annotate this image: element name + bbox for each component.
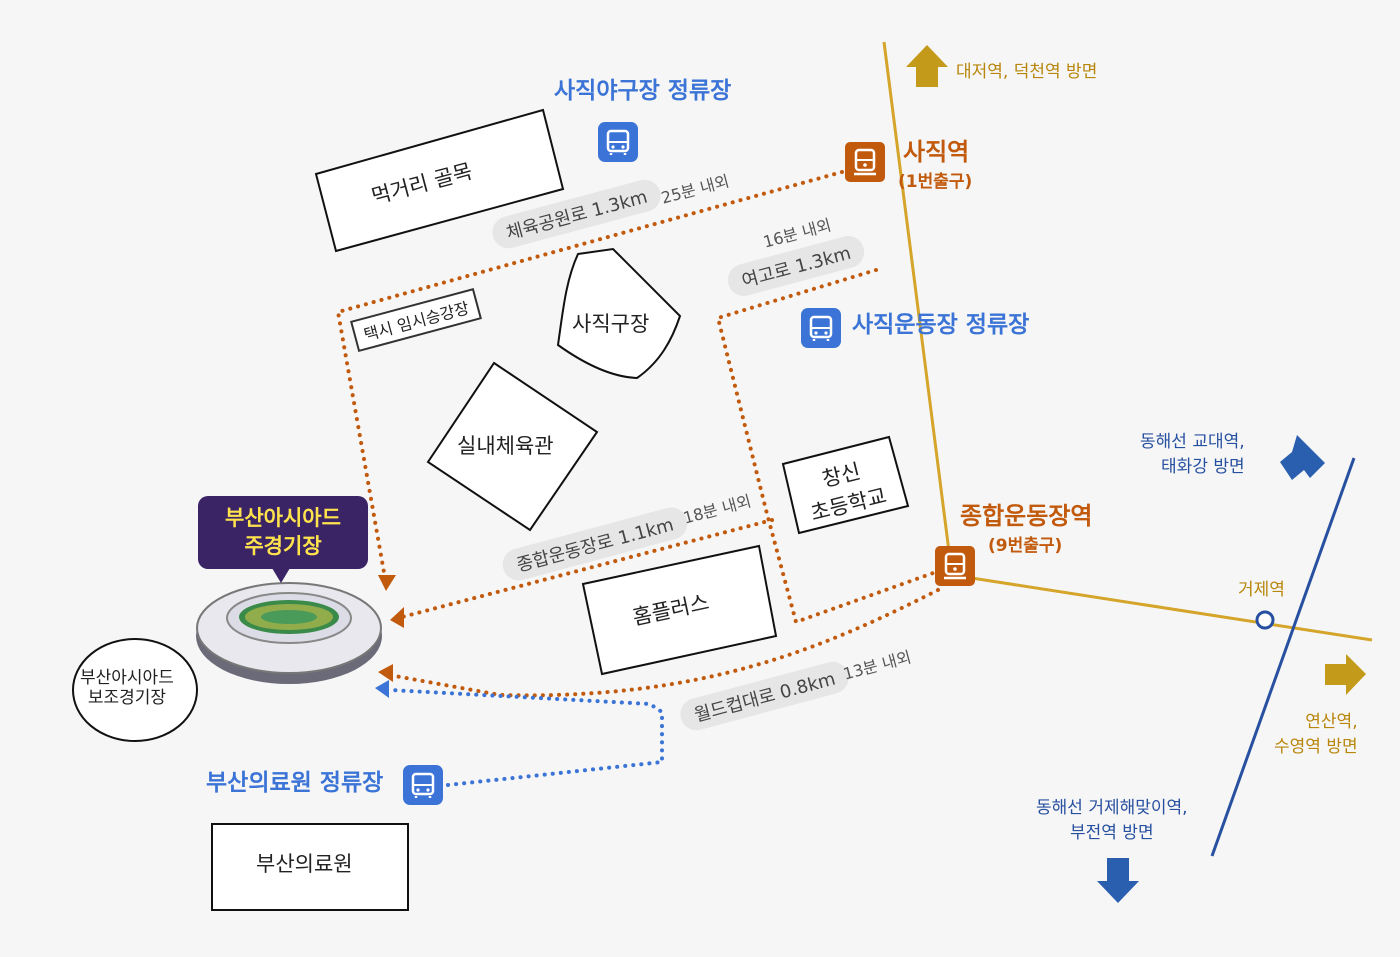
bus-route-medical — [388, 688, 664, 787]
medical-center-block — [211, 823, 409, 911]
arrow-east-icon — [1325, 654, 1366, 695]
train-icon — [845, 142, 885, 182]
indoor-gym-label: 실내체육관 — [457, 434, 554, 458]
route-arrowhead — [375, 680, 389, 698]
bus-icon — [403, 765, 443, 805]
sub-stadium-label: 부산아시아드 보조경기장 — [80, 668, 174, 709]
walk-route-complex — [400, 518, 774, 619]
medical-stop-label: 부산의료원 정류장 — [206, 770, 384, 796]
sports-complex-station-exit: (9번출구) — [988, 536, 1063, 556]
baseball-park-label: 사직구장 — [572, 312, 650, 336]
arrow-north-icon — [906, 45, 948, 87]
sub-stadium-block — [72, 638, 198, 742]
main-stadium-illustration — [196, 582, 382, 684]
route-arrowhead — [390, 607, 404, 628]
baseball-park-block — [556, 247, 682, 380]
bus-icon — [598, 122, 638, 162]
direction-east-label: 연산역, 수영역 방면 — [1274, 712, 1358, 757]
bus-icon — [801, 308, 841, 348]
sajik-station-exit: (1번출구) — [898, 172, 973, 192]
sports-complex-stop-label: 사직운동장 정류장 — [852, 312, 1030, 338]
sajik-station-name: 사직역 — [903, 138, 970, 166]
route-arrowhead — [378, 664, 393, 682]
walk-route-yeogo — [715, 268, 938, 625]
baseball-stop-label: 사직야구장 정류장 — [554, 78, 732, 104]
walk-route-worldcup — [393, 588, 940, 698]
arrow-northeast-icon — [1280, 435, 1325, 480]
geoje-station-marker — [1255, 610, 1275, 630]
route-arrowhead — [378, 575, 396, 591]
donghae-line — [1210, 457, 1356, 857]
direction-south-label: 동해선 거제해맞이역, 부전역 방면 — [1036, 798, 1188, 843]
sports-complex-station-name: 종합운동장역 — [960, 502, 1093, 530]
geoje-station-name: 거제역 — [1238, 580, 1285, 600]
train-icon — [935, 546, 975, 586]
medical-center-label: 부산의료원 — [256, 852, 353, 876]
walk-route-sajik — [335, 170, 844, 580]
school-block — [781, 435, 910, 535]
direction-northeast-label: 동해선 교대역, 태화강 방면 — [1140, 432, 1245, 477]
indoor-gym-block — [426, 361, 599, 532]
homeplus-block — [581, 544, 778, 676]
arrow-south-icon — [1097, 858, 1139, 903]
food-alley-block — [314, 108, 565, 253]
direction-north-label: 대저역, 덕천역 방면 — [956, 62, 1098, 82]
main-stadium-callout: 부산아시아드 주경기장 — [198, 496, 368, 583]
